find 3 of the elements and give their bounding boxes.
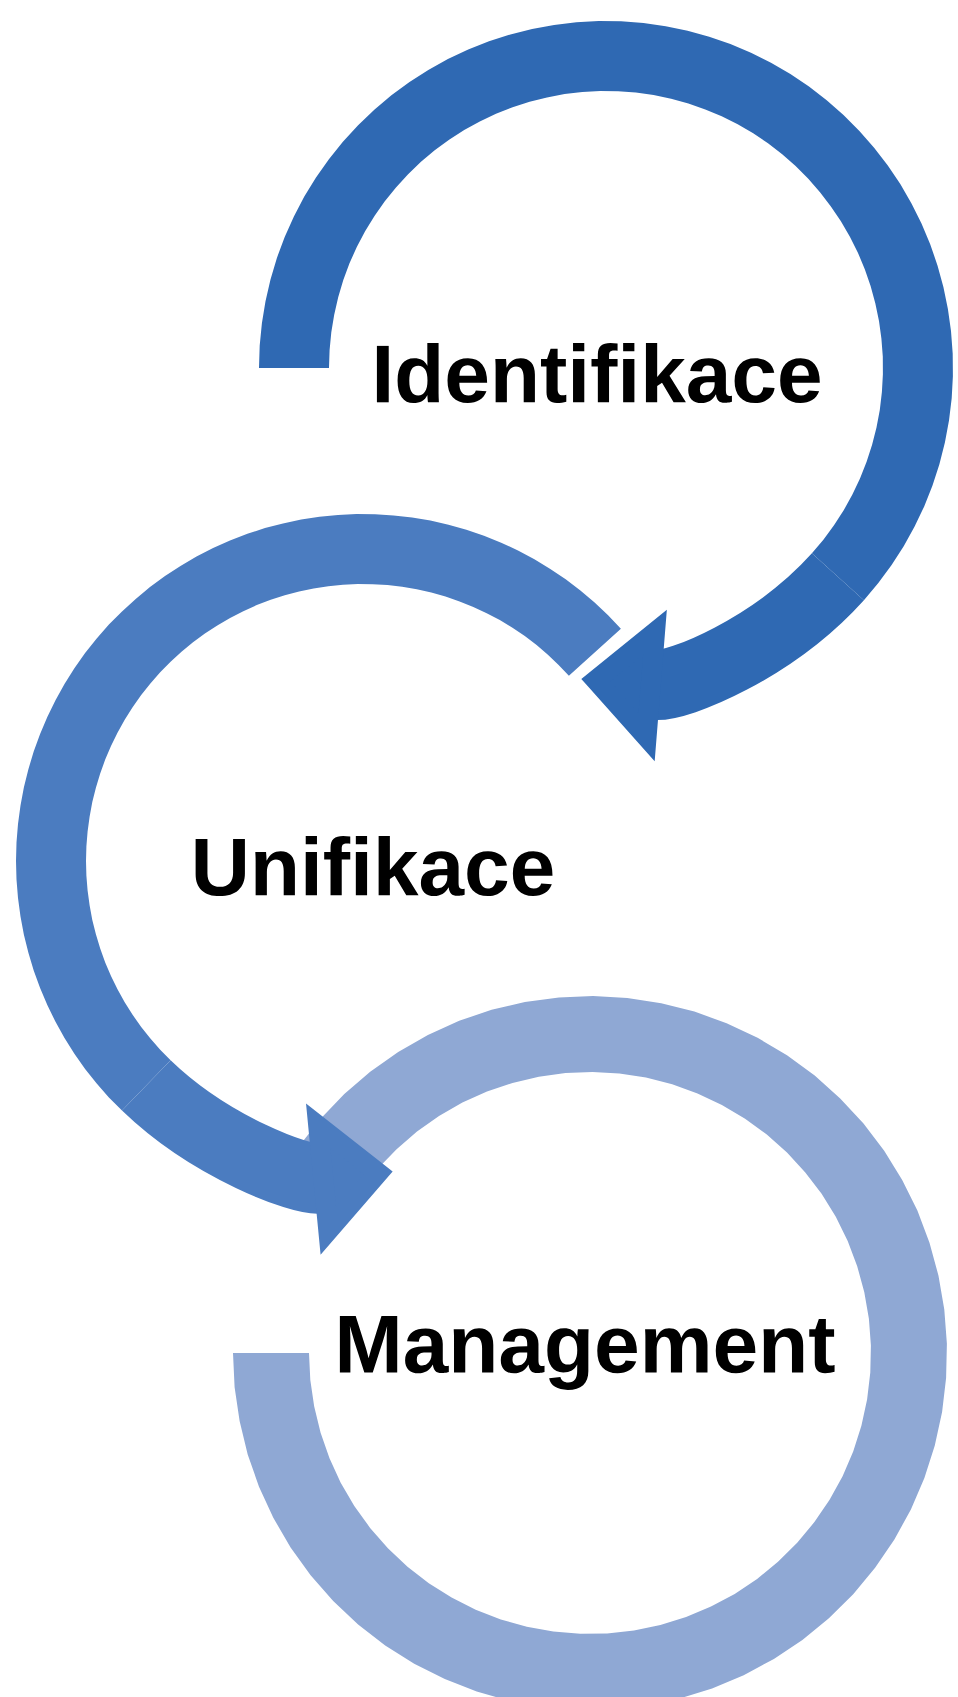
step-label: Unifikace xyxy=(195,835,553,897)
step-label: Management xyxy=(339,1316,835,1390)
step-label: Identifikace xyxy=(376,342,820,404)
